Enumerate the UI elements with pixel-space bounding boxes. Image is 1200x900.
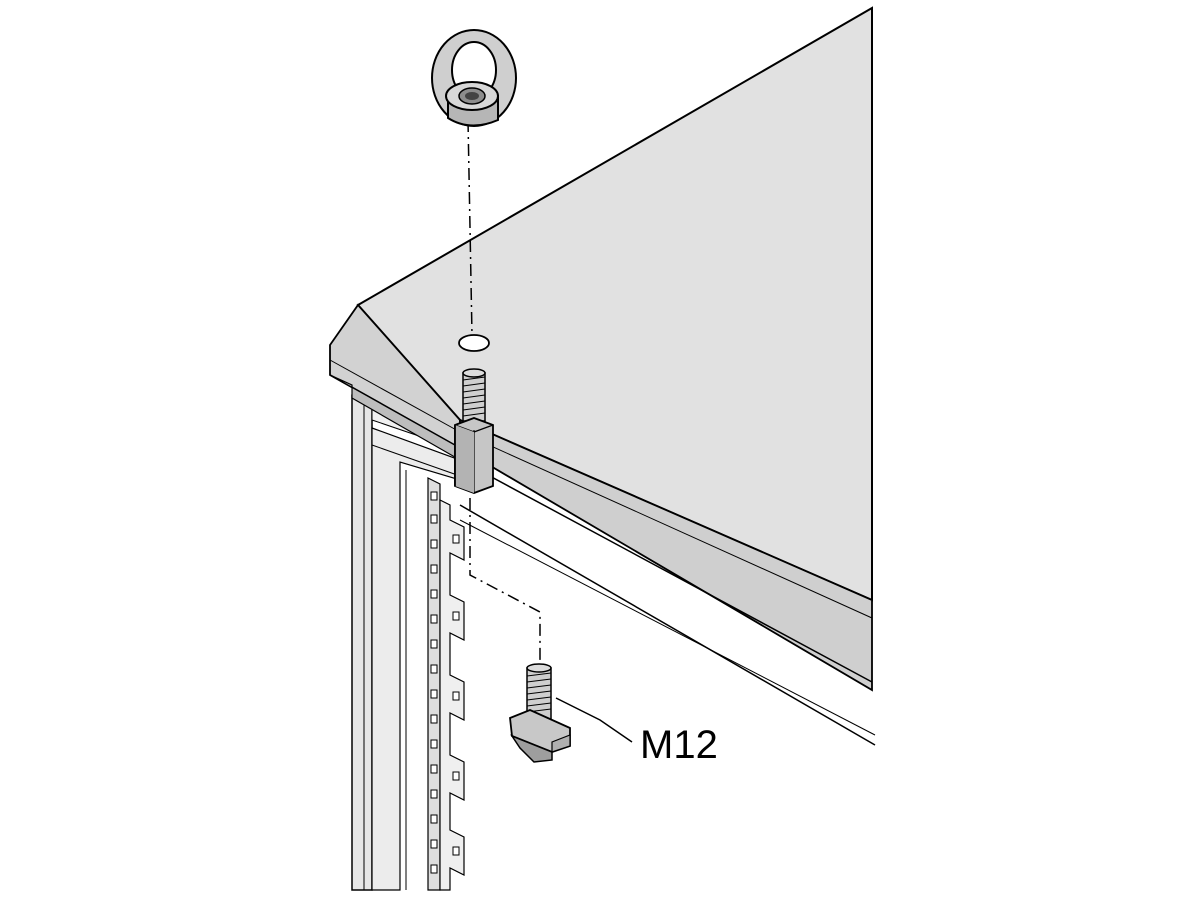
guide-line-bottom [469, 498, 541, 665]
callout-leader [555, 697, 633, 743]
eye-nut [431, 29, 517, 127]
guide-line-top [467, 119, 473, 336]
t-slot-bolt [509, 663, 571, 763]
cabinet-roof [329, 6, 873, 692]
hex-spacer-bolt [454, 368, 494, 494]
callout-label-m12: M12 [640, 723, 718, 767]
mounting-hole [458, 334, 490, 352]
punched-rail [427, 477, 465, 891]
